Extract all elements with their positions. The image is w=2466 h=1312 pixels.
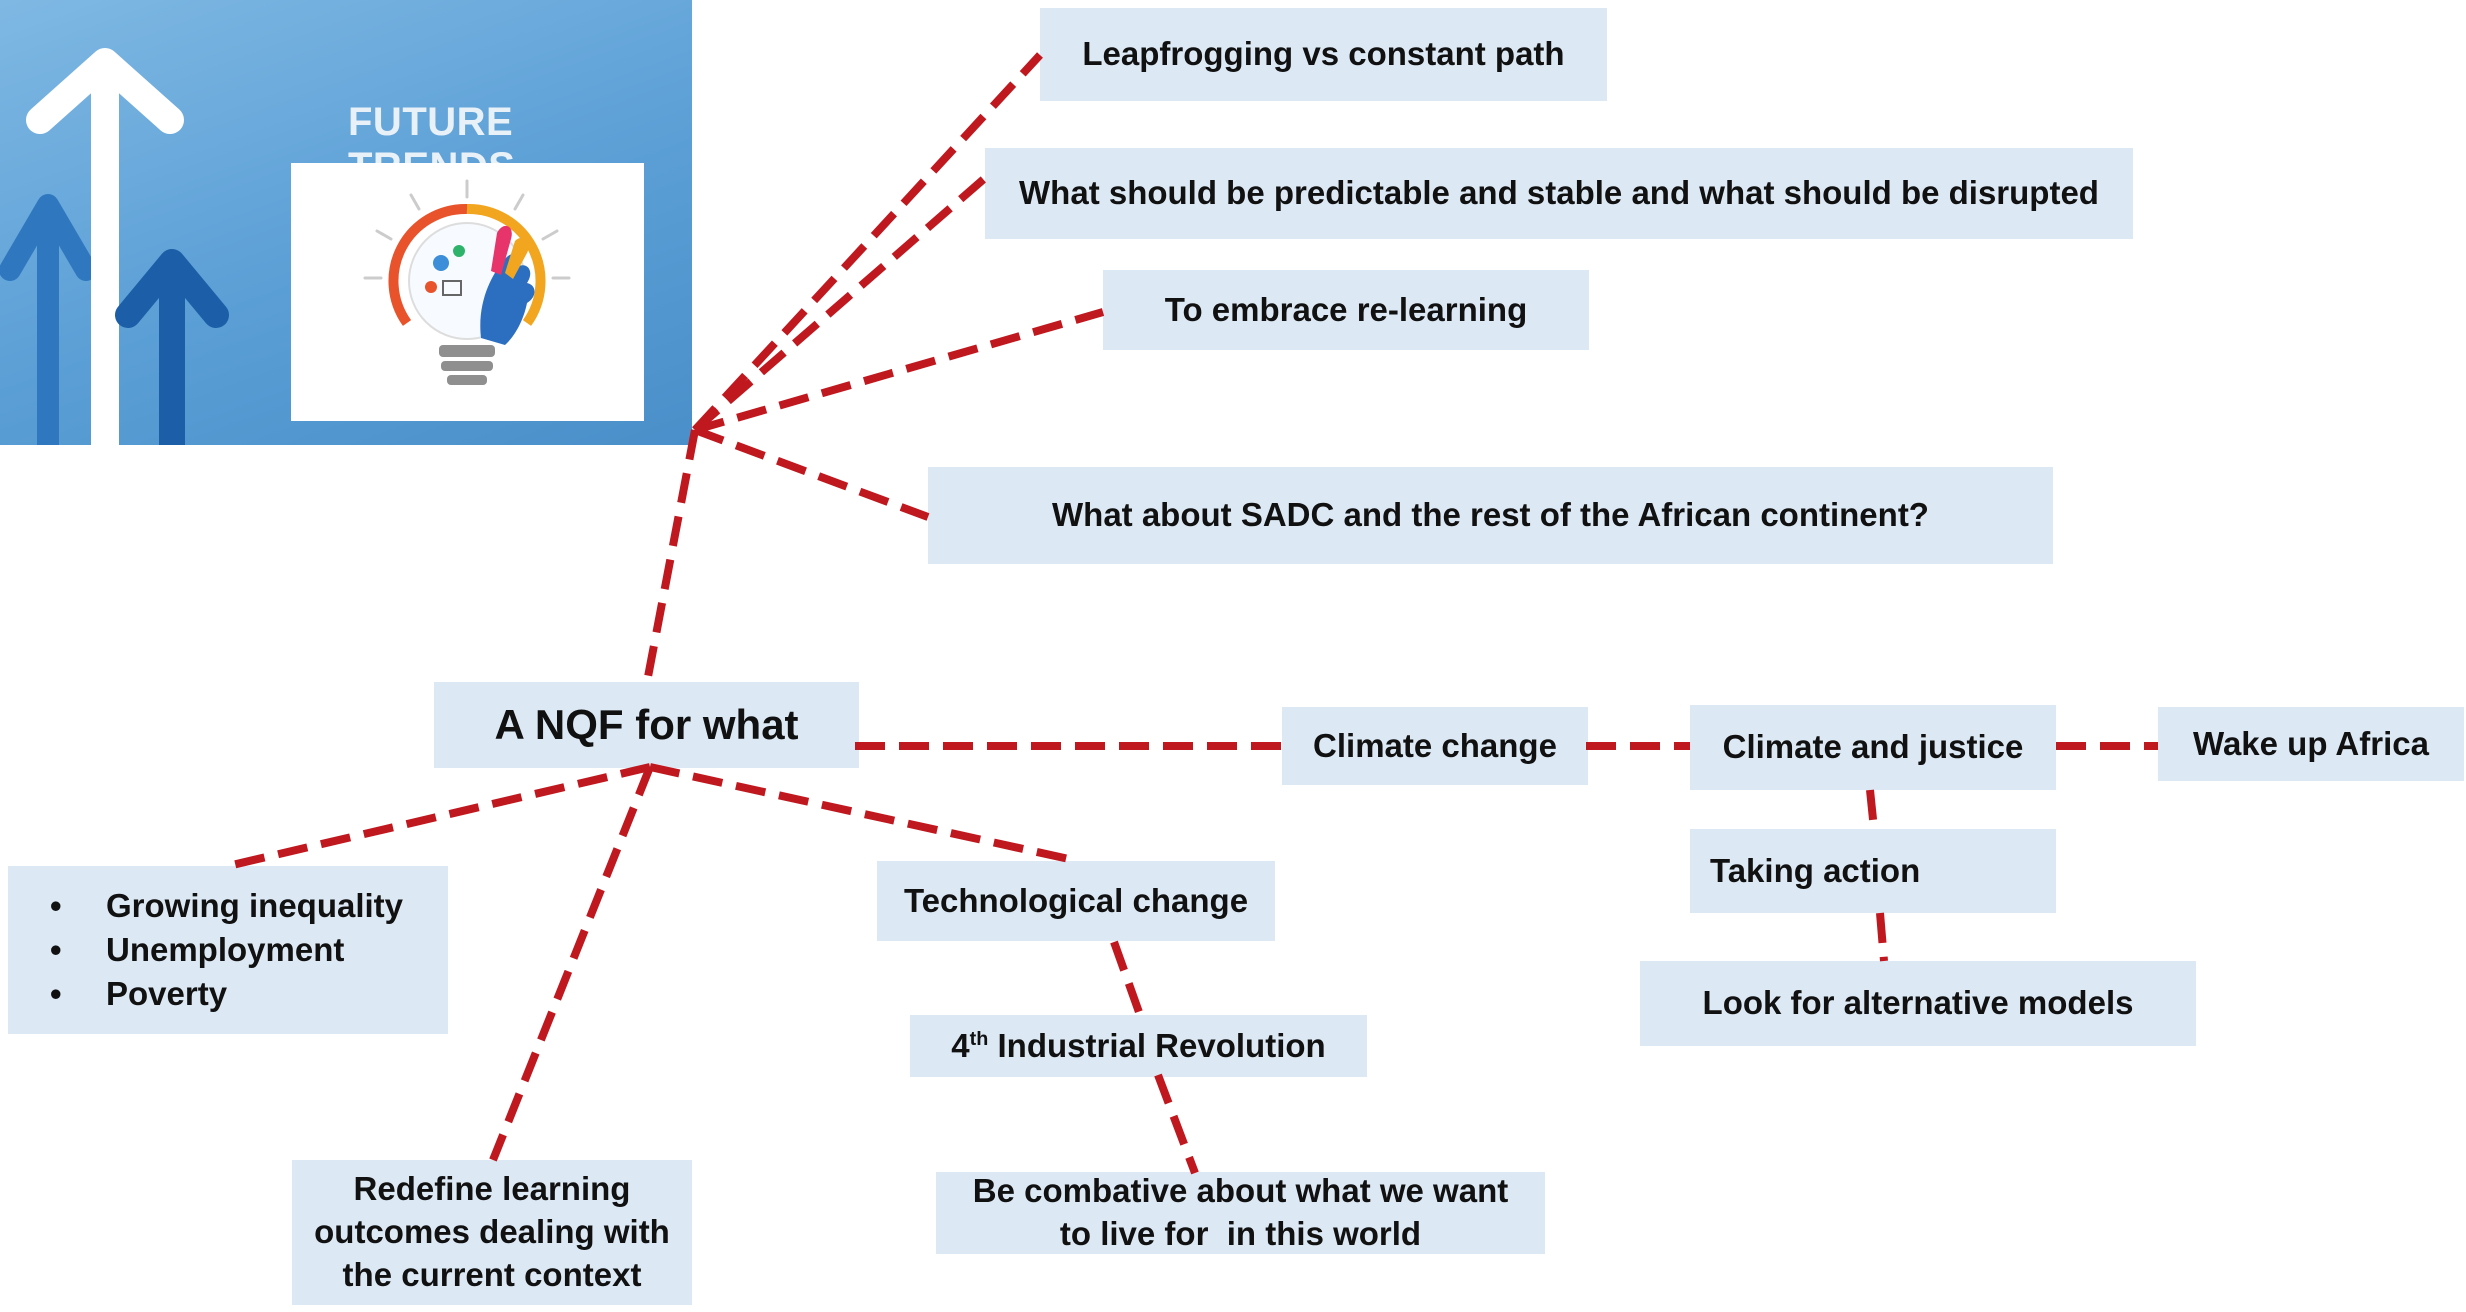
leapfrogging-label: Leapfrogging vs constant path	[1082, 35, 1565, 73]
issue-item: Growing inequality	[28, 884, 403, 928]
industrial-number: 4	[951, 1026, 970, 1064]
connector-main-tech	[649, 763, 1079, 865]
alternative-models-node: Look for alternative models	[1640, 961, 2196, 1046]
connector-justice-action	[1866, 789, 1878, 830]
climate-change-node: Climate change	[1282, 707, 1588, 785]
climate-justice-node: Climate and justice	[1690, 705, 2056, 790]
tech-change-node: Technological change	[877, 861, 1275, 941]
sadc-label: What about SADC and the rest of the Afri…	[1052, 496, 1929, 534]
connector-hub-predictable	[692, 174, 988, 434]
redefine-label: Redefine learning outcomes dealing with …	[314, 1170, 670, 1293]
climate-change-label: Climate change	[1313, 726, 1557, 764]
main-topic-node: A NQF for what	[434, 682, 859, 768]
lightbulb-hand-icon	[291, 163, 644, 421]
combative-label: Be combative about what we want to live …	[972, 1172, 1518, 1252]
alternative-models-label: Look for alternative models	[1702, 984, 2134, 1022]
issues-node: Growing inequality Unemployment Poverty	[8, 866, 448, 1034]
industrial-revolution-node: 4th Industrial Revolution	[910, 1015, 1367, 1077]
tech-change-label: Technological change	[903, 881, 1249, 919]
climate-justice-label: Climate and justice	[1722, 728, 2024, 766]
connector-hub-sadc	[693, 426, 930, 521]
connector-action-models	[1876, 912, 1888, 962]
redefine-node: Redefine learning outcomes dealing with …	[292, 1160, 692, 1305]
industrial-text: Industrial Revolution	[988, 1026, 1326, 1064]
predictable-label: What should be predictable and stable an…	[1019, 174, 2099, 212]
future-trends-banner: FUTURE TRENDS	[0, 0, 692, 445]
predictable-node: What should be predictable and stable an…	[985, 148, 2133, 239]
main-topic-label: A NQF for what	[494, 700, 799, 748]
issue-item: Unemployment	[28, 928, 403, 972]
connector-main-redefine	[489, 765, 654, 1162]
sadc-node: What about SADC and the rest of the Afri…	[928, 467, 2053, 564]
leapfrogging-node: Leapfrogging vs constant path	[1040, 8, 1607, 101]
relearning-label: To embrace re-learning	[1164, 290, 1528, 328]
wake-up-africa-label: Wake up Africa	[2193, 724, 2429, 762]
connector-tech-industrial	[1110, 940, 1144, 1017]
issues-list: Growing inequality Unemployment Poverty	[28, 884, 403, 1016]
connector-industrial-combative	[1154, 1073, 1199, 1175]
connector-hub-relearning	[693, 308, 1105, 434]
connector-hub-main	[643, 429, 699, 683]
up-arrow-icon	[0, 48, 229, 445]
taking-action-node: Taking action	[1690, 829, 2056, 913]
industrial-superscript: th	[969, 1027, 989, 1050]
issue-item: Poverty	[28, 972, 403, 1016]
connector-main-issues	[227, 763, 651, 870]
combative-node: Be combative about what we want to live …	[936, 1172, 1545, 1254]
industrial-revolution-label: 4th Industrial Revolution	[951, 1025, 1325, 1068]
connector-hub-leapfrogging	[692, 52, 1043, 433]
relearning-node: To embrace re-learning	[1103, 270, 1589, 350]
wake-up-africa-node: Wake up Africa	[2158, 707, 2464, 781]
taking-action-label: Taking action	[1710, 851, 1921, 889]
